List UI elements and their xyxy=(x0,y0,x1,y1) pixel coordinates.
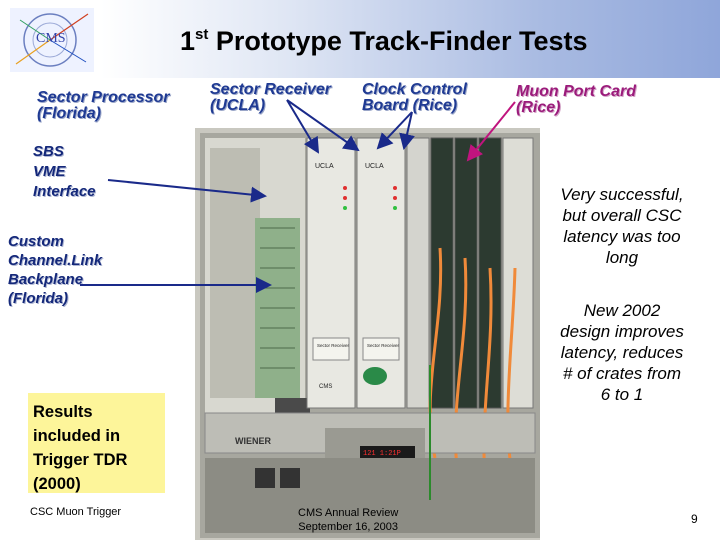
card-a-name: Sector Receiver xyxy=(317,343,350,348)
label-clock-control: Clock Control Board (Rice) xyxy=(362,81,467,114)
label-muon-port-card: Muon Port Card (Rice) xyxy=(516,83,636,116)
label-sbs-vme-interface: SBS VME Interface xyxy=(33,143,96,200)
logo-text: CMS xyxy=(36,31,66,46)
results-text: Results included in Trigger TDR (2000) xyxy=(33,403,128,493)
brand-label: CMS xyxy=(319,384,332,390)
crate-brand: WIENER xyxy=(235,436,272,446)
label-sector-receiver: Sector Receiver (UCLA) xyxy=(210,81,331,114)
card-a-label: UCLA xyxy=(315,163,334,170)
slide-title: 1st Prototype Track-Finder Tests xyxy=(180,26,588,56)
note-latency: Very successful, but overall CSC latency… xyxy=(560,185,684,267)
label-sector-processor: Sector Processor (Florida) xyxy=(37,89,170,122)
footer-center: CMS Annual Review September 16, 2003 xyxy=(298,507,399,533)
card-b-name: Sector Receiver xyxy=(367,343,400,348)
page-number: 9 xyxy=(691,512,698,526)
footer-left: CSC Muon Trigger xyxy=(30,506,122,518)
results-box: Results included in Trigger TDR (2000) xyxy=(28,393,165,493)
label-custom-backplane: Custom Channel.Link Backplane (Florida) xyxy=(8,233,103,307)
header-bar xyxy=(0,0,720,78)
card-b-label: UCLA xyxy=(365,163,384,170)
note-2002-design: New 2002 design improves latency, reduce… xyxy=(560,301,684,404)
cms-logo: CMS xyxy=(10,8,94,72)
crate-display: 121 1:21P xyxy=(363,450,401,458)
